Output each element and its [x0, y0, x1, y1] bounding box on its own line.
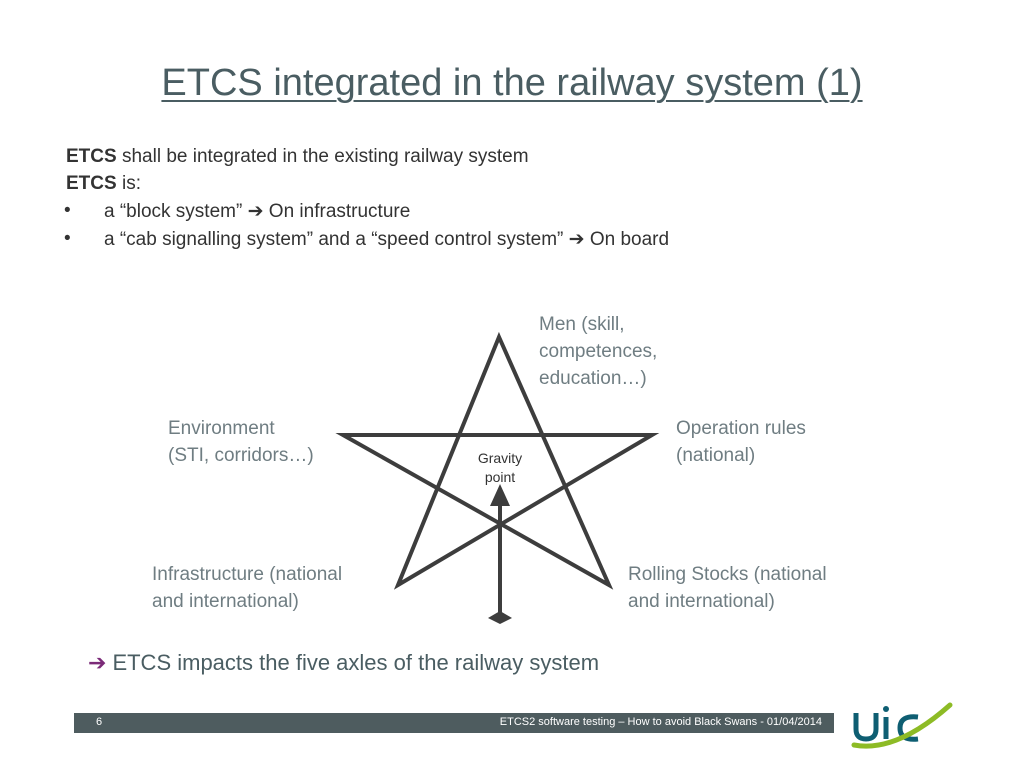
bullet-text: a “cab signalling system” and a “speed c… [104, 229, 569, 250]
conclusion-line: ➔ETCS impacts the five axles of the rail… [88, 650, 599, 676]
bullet-dot-icon: • [64, 228, 71, 249]
bullet-item: a “block system” ➔ On infrastructure [104, 200, 410, 223]
gravity-arrow-head [490, 484, 510, 506]
label-line: Gravity [477, 450, 523, 466]
infrastructure-label: Infrastructure (national and internation… [152, 561, 342, 615]
environment-label: Environment (STI, corridors…) [168, 415, 314, 469]
uic-logo [851, 702, 953, 749]
label-line: Infrastructure (national [152, 564, 343, 585]
rolling-stocks-label: Rolling Stocks (national and internation… [628, 561, 827, 615]
label-line: competences, [539, 341, 658, 362]
men-label: Men (skill, competences, education…) [539, 311, 657, 392]
right-arrow-icon: ➔ [568, 229, 585, 250]
label-line: and international) [628, 591, 775, 612]
bullet-item: a “cab signalling system” and a “speed c… [104, 228, 669, 251]
label-line: Men (skill, [539, 314, 625, 335]
label-line: Environment [168, 418, 275, 439]
pentagram-star [335, 331, 660, 590]
conclusion-text: ETCS impacts the five axles of the railw… [112, 650, 600, 675]
label-line: and international) [152, 591, 299, 612]
footer-text: ETCS2 software testing – How to avoid Bl… [499, 716, 822, 728]
label-line: (national) [676, 445, 756, 466]
intro-line-2: ETCS is: [66, 173, 141, 195]
operation-rules-label: Operation rules (national) [676, 415, 806, 469]
gravity-point-label: Gravity point [466, 449, 534, 487]
bullet-text: a “block system” [104, 201, 248, 222]
etcs-bold: ETCS [66, 146, 117, 167]
slide-title: ETCS integrated in the railway system (1… [161, 62, 863, 104]
bullet-text: On infrastructure [263, 201, 411, 222]
intro-line-2-text: is: [116, 173, 141, 194]
intro-line-1-text: shall be integrated in the existing rail… [116, 146, 529, 167]
label-line: point [484, 469, 516, 485]
footer-bar: 6 ETCS2 software testing – How to avoid … [74, 713, 834, 733]
gravity-arrow-base [488, 611, 512, 624]
right-arrow-icon: ➔ [247, 201, 264, 222]
bullet-dot-icon: • [64, 200, 71, 221]
bullet-text: On board [584, 229, 670, 250]
page-number: 6 [96, 716, 103, 728]
label-line: education…) [539, 368, 647, 389]
label-line: Rolling Stocks (national [628, 564, 827, 585]
right-arrow-icon: ➔ [88, 650, 107, 675]
label-line: Operation rules [676, 418, 806, 439]
label-line: (STI, corridors…) [168, 445, 314, 466]
etcs-bold: ETCS [66, 173, 117, 194]
intro-line-1: ETCS shall be integrated in the existing… [66, 146, 529, 168]
